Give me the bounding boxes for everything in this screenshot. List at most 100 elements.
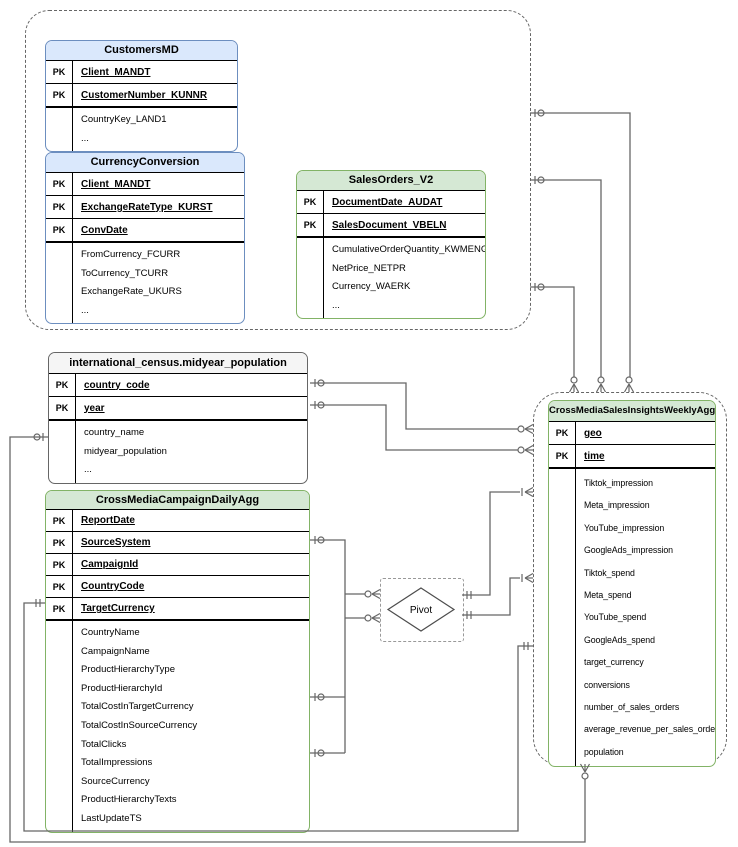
table-title: international_census.midyear_population xyxy=(49,353,307,374)
pk-spacer xyxy=(46,621,73,832)
column-name: average_revenue_per_sales_order xyxy=(584,724,716,735)
pk-badge: PK xyxy=(46,510,73,531)
column-name: YouTube_spend xyxy=(584,612,647,623)
column-name: population xyxy=(584,746,624,757)
table-row: PK CampaignId xyxy=(46,554,309,576)
pk-badge: PK xyxy=(46,61,73,83)
pk-column-name: CountryCode xyxy=(81,581,145,592)
column-name: conversions xyxy=(584,679,630,690)
pk-column-name: TargetCurrency xyxy=(81,603,155,614)
attribute-section: CountryKey_LAND1... xyxy=(46,108,237,151)
column-name: YouTube_impression xyxy=(584,522,665,533)
pk-spacer xyxy=(549,469,576,767)
pk-badge: PK xyxy=(49,374,76,396)
table-row: PK ExchangeRateType_KURST xyxy=(46,196,244,219)
pk-column-name: ExchangeRateType_KURST xyxy=(81,201,213,213)
column-name: midyear_population xyxy=(84,445,167,457)
column-name: CampaignName xyxy=(81,645,150,657)
pk-badge: PK xyxy=(549,422,576,444)
connector-year-to-weeklyagg xyxy=(310,404,518,451)
pk-column-name: year xyxy=(84,402,105,414)
pivot-node[interactable]: Pivot xyxy=(386,587,456,632)
pk-spacer xyxy=(49,421,76,483)
column-name: ProductHierarchyType xyxy=(81,664,175,676)
pk-badge: PK xyxy=(49,397,76,419)
pk-badge: PK xyxy=(46,554,73,575)
column-name: LastUpdateTS xyxy=(81,812,142,824)
column-name: TotalCostInSourceCurrency xyxy=(81,719,198,731)
column-name: target_currency xyxy=(584,657,644,668)
column-name: ProductHierarchyTexts xyxy=(81,794,177,806)
column-name: number_of_sales_orders xyxy=(584,702,680,713)
pk-spacer xyxy=(46,108,73,151)
column-name: TotalClicks xyxy=(81,738,127,750)
connector-salesorders-to-weeklyagg xyxy=(530,286,575,377)
column-name: ... xyxy=(84,464,92,475)
pk-badge: PK xyxy=(46,598,73,619)
table-row: PK DocumentDate_AUDAT xyxy=(297,191,485,214)
connector-pivot-to-weeklyagg-1 xyxy=(462,491,520,596)
table-row: PK TargetCurrency xyxy=(46,598,309,621)
column-name: FromCurrency_FCURR xyxy=(81,249,181,260)
column-name: ... xyxy=(81,132,89,144)
column-name: TotalCostInTargetCurrency xyxy=(81,701,194,713)
pk-spacer xyxy=(297,238,324,318)
column-name: ProductHierarchyId xyxy=(81,682,163,694)
column-name: Currency_WAERK xyxy=(332,281,411,292)
pk-badge: PK xyxy=(297,191,324,213)
table-title: SalesOrders_V2 xyxy=(297,171,485,191)
table-title: CurrencyConversion xyxy=(46,153,244,173)
pk-badge: PK xyxy=(46,196,73,218)
column-name: Tiktok_impression xyxy=(584,478,653,488)
pivot-label: Pivot xyxy=(410,605,432,616)
column-name: Meta_impression xyxy=(584,500,650,511)
pk-column-name: CustomerNumber_KUNNR xyxy=(81,89,208,101)
column-name: ... xyxy=(332,299,340,311)
connector-customersmd-to-weeklyagg xyxy=(530,112,631,377)
column-name: ExchangeRate_UKURS xyxy=(81,286,182,297)
column-name: TotalImpressions xyxy=(81,757,153,769)
pk-badge: PK xyxy=(46,576,73,597)
attribute-section: country_name midyear_population... xyxy=(49,421,307,483)
pk-column-name: Client_MANDT xyxy=(81,178,151,190)
pk-spacer xyxy=(46,243,73,323)
column-name: Tiktok_spend xyxy=(584,567,635,578)
pk-badge: PK xyxy=(46,219,73,241)
column-name: GoogleAds_impression xyxy=(584,545,673,556)
pk-column-name: country_code xyxy=(84,379,150,391)
pk-column-name: CampaignId xyxy=(81,559,139,570)
table-row: PK CountryCode xyxy=(46,576,309,598)
column-name: GoogleAds_spend xyxy=(584,634,655,645)
table-title: CrossMediaSalesInsightsWeeklyAgg xyxy=(549,401,715,422)
column-name: CumulativeOrderQuantity_KWMENG xyxy=(332,244,486,255)
connector-currencyconversion-to-weeklyagg xyxy=(530,179,602,377)
pk-badge: PK xyxy=(549,445,576,467)
table-title: CustomersMD xyxy=(46,41,237,61)
cardinality-one-many-icon xyxy=(521,486,534,584)
pk-column-name: ConvDate xyxy=(81,224,128,236)
column-name: country_name xyxy=(84,427,145,438)
pivot-diamond-icon[interactable] xyxy=(386,587,456,632)
table-row: PK country_code xyxy=(49,374,307,397)
column-name: CountryKey_LAND1 xyxy=(81,114,167,125)
connector-country-code-to-weeklyagg xyxy=(310,382,518,430)
pk-column-name: DocumentDate_AUDAT xyxy=(332,196,443,208)
column-name: CountryName xyxy=(81,627,140,638)
